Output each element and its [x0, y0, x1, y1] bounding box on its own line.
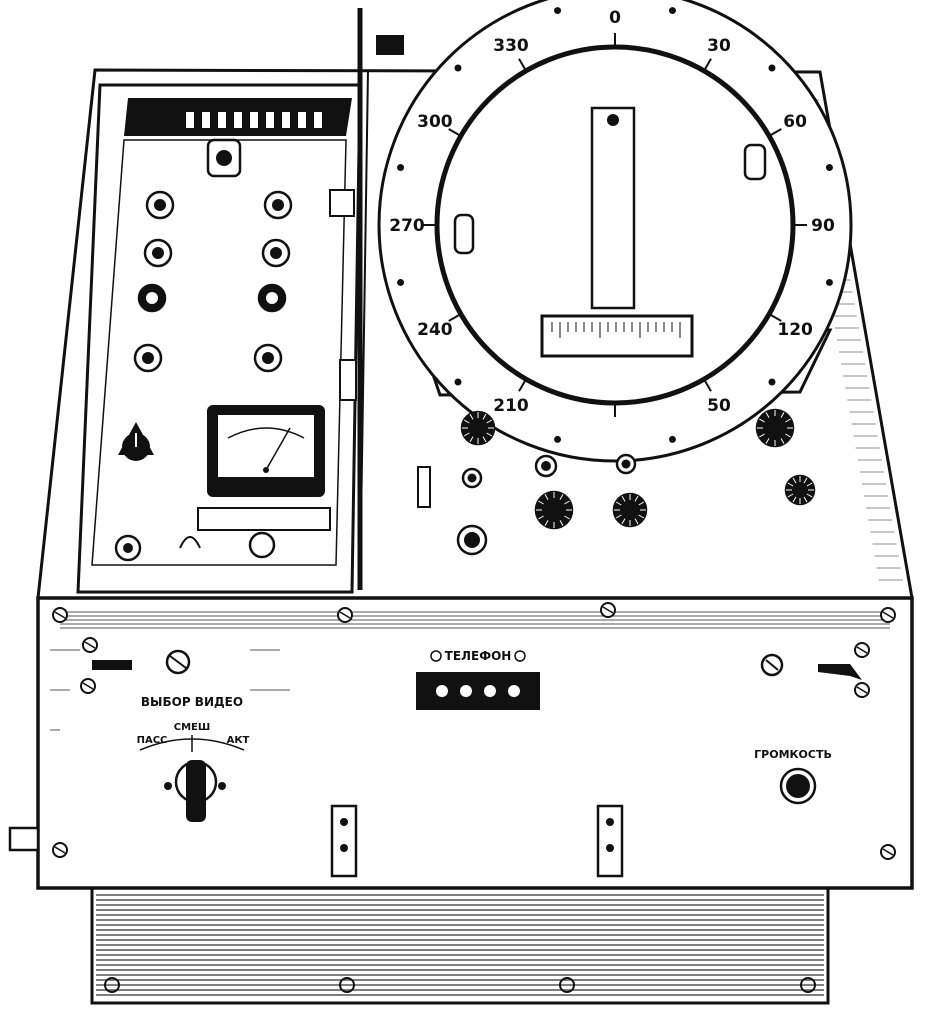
dial-scale-label: 210 — [493, 396, 529, 416]
front-panel: ВЫБОР ВИДЕО СМЕШ ПАСС АКТ ТЕЛЕФОН ГРОМКО… — [8, 596, 914, 890]
screw-icon — [559, 977, 575, 993]
phone-jack-icon[interactable] — [460, 685, 472, 697]
dial-scale-label: 330 — [493, 36, 529, 56]
mode-mid-label: СМЕШ — [174, 722, 210, 733]
dial-scale-label: 240 — [417, 320, 453, 340]
base-unit — [90, 883, 830, 1005]
fuse-holder — [417, 466, 431, 508]
screw-icon — [82, 637, 98, 653]
pilot-lamp — [456, 524, 488, 556]
panel-knob[interactable] — [755, 408, 795, 448]
screw-icon — [52, 842, 68, 858]
hinge-icon — [329, 189, 355, 217]
lid-edge — [329, 8, 404, 591]
mode-right-label: АКТ — [227, 735, 250, 746]
panel-knob[interactable] — [615, 453, 637, 475]
screw-icon — [337, 607, 353, 623]
phone-jack-icon[interactable] — [436, 685, 448, 697]
panel-knob[interactable] — [143, 238, 173, 268]
screw-icon — [397, 164, 405, 172]
panel-knob[interactable] — [534, 490, 574, 530]
screw-icon — [825, 278, 833, 286]
screw-icon — [454, 64, 462, 72]
dial-grip-icon[interactable] — [743, 143, 767, 181]
screw-icon — [668, 435, 676, 443]
latch-icon — [376, 35, 404, 55]
dial-scale-label: 90 — [811, 216, 835, 236]
screw-icon — [668, 7, 676, 15]
panel-knob[interactable] — [257, 283, 287, 313]
screw-icon — [80, 678, 96, 694]
screw-icon — [454, 378, 462, 386]
panel-knob[interactable] — [612, 492, 648, 528]
hinge-icon — [339, 359, 357, 401]
video-select-knob[interactable] — [164, 760, 226, 822]
bearing-dial: 0 30 60 90 120 50 210 240 270 300 330 — [377, 0, 853, 463]
dial-scale-label: 60 — [783, 112, 807, 132]
mode-left-label: ПАСС — [137, 735, 168, 746]
screw-icon — [554, 435, 562, 443]
volume-knob[interactable] — [779, 767, 817, 805]
meter-gauge — [207, 405, 325, 497]
screw-icon — [768, 64, 776, 72]
scale-window — [540, 314, 694, 358]
video-select-label: ВЫБОР ВИДЕО — [141, 695, 243, 709]
screw-icon — [514, 650, 526, 662]
dial-scale-label: 120 — [777, 320, 813, 340]
slide-switch[interactable] — [92, 660, 132, 670]
screw-icon — [339, 977, 355, 993]
dial-grip-icon[interactable] — [453, 213, 475, 255]
phone-jack-panel — [416, 672, 540, 710]
panel-knob[interactable] — [784, 474, 816, 506]
panel-knob[interactable] — [133, 343, 163, 373]
phone-jack-icon[interactable] — [508, 685, 520, 697]
screw-icon — [825, 164, 833, 172]
panel-knob[interactable] — [263, 190, 293, 220]
screw-icon — [880, 607, 896, 623]
screw-icon — [397, 278, 405, 286]
adjust-knob[interactable] — [248, 531, 276, 559]
toggle-switch[interactable] — [114, 534, 142, 562]
dial-scale-label: 0 — [609, 8, 621, 28]
phones-label: ТЕЛЕФОН — [445, 649, 512, 663]
phone-jack-icon[interactable] — [484, 685, 496, 697]
panel-knob[interactable] — [534, 454, 558, 478]
left-control-panel — [76, 83, 362, 594]
screw-icon — [554, 7, 562, 15]
dial-scale-label: 300 — [417, 112, 453, 132]
handle-left[interactable] — [330, 804, 358, 878]
dial-scale-label: 50 — [707, 396, 731, 416]
panel-knob[interactable] — [253, 343, 283, 373]
panel-knob[interactable] — [145, 190, 175, 220]
screw-icon — [600, 602, 616, 618]
dial-scale-label: 270 — [389, 216, 425, 236]
toggle-lever[interactable] — [818, 664, 862, 680]
screw-icon — [854, 682, 870, 698]
cursor-bar — [590, 106, 636, 310]
screw-icon — [800, 977, 816, 993]
screw-icon — [104, 977, 120, 993]
screw-icon — [768, 378, 776, 386]
meter-needle — [265, 427, 291, 471]
screw-icon — [430, 650, 442, 662]
volume-label: ГРОМКОСТЬ — [754, 748, 832, 761]
panel-knob[interactable] — [461, 467, 483, 489]
rotary-selector-knob[interactable] — [118, 422, 154, 461]
panel-knob[interactable] — [261, 238, 291, 268]
dial-scale-label: 30 — [707, 36, 731, 56]
handle-right[interactable] — [596, 804, 624, 878]
screw-icon — [880, 844, 896, 860]
panel-knob[interactable] — [460, 410, 496, 446]
panel-knob[interactable] — [137, 283, 167, 313]
side-latch-icon[interactable] — [8, 826, 40, 852]
screw-icon — [52, 607, 68, 623]
screw-icon — [854, 642, 870, 658]
